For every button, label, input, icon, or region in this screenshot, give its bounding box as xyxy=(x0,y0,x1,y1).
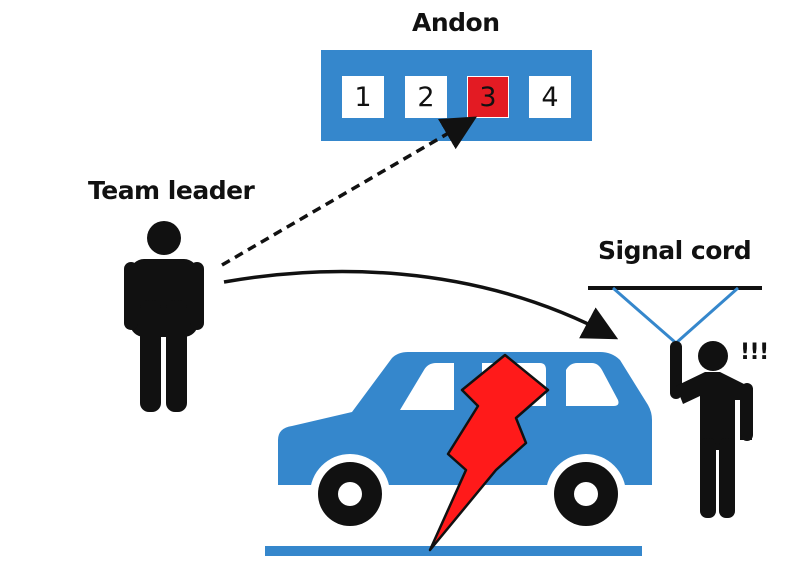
andon-title: Andon xyxy=(412,8,500,37)
andon-cell-2: 2 xyxy=(405,76,447,118)
lightning-icon xyxy=(428,353,550,552)
curved-response-arrow xyxy=(223,269,619,340)
andon-cell-1: 1 xyxy=(342,76,384,118)
dashed-notify-arrow xyxy=(221,116,478,267)
car-icon xyxy=(278,352,652,534)
andon-cell-3-alert: 3 xyxy=(467,76,509,118)
alert-exclamation: !!! xyxy=(740,340,769,365)
worker-pulling-cord-icon xyxy=(670,341,753,518)
signal-cord-label: Signal cord xyxy=(598,236,752,265)
ground-line xyxy=(265,546,642,556)
signal-cord-icon xyxy=(588,286,762,345)
andon-cell-4: 4 xyxy=(529,76,571,118)
team-leader-label: Team leader xyxy=(88,176,255,205)
team-leader-person-icon xyxy=(124,221,204,412)
andon-board: 1 2 3 4 xyxy=(321,50,592,141)
